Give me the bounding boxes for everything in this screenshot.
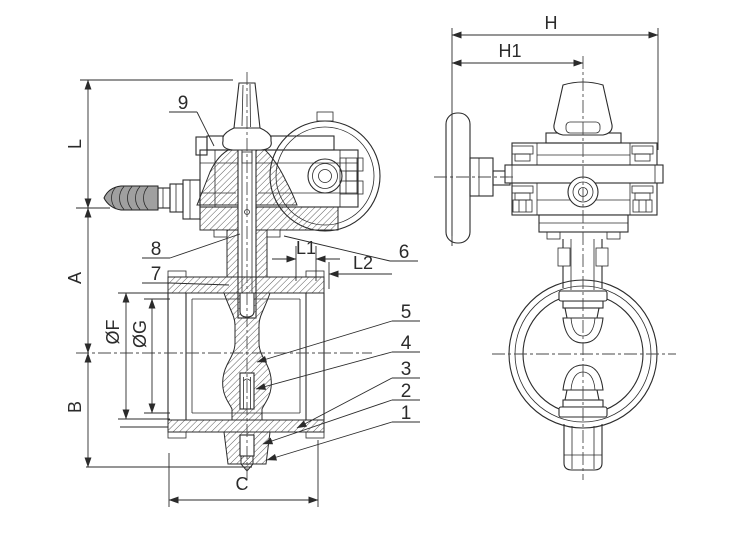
- dim-L1: L1: [272, 238, 340, 281]
- callout-label-9: 9: [178, 93, 189, 114]
- callout-2: 2: [262, 381, 420, 445]
- front-neck-wall-left: [226, 229, 240, 278]
- dim-label-A: A: [65, 272, 85, 284]
- dim-label-C: C: [236, 474, 249, 494]
- dim-phi-G: ØG: [130, 298, 170, 414]
- side-view: H H1: [434, 13, 676, 480]
- dim-label-phi-F: ØF: [103, 319, 123, 344]
- front-valve-disc: [222, 292, 272, 421]
- dim-label-L: L: [65, 139, 85, 149]
- callout-5: 5: [256, 302, 420, 363]
- callout-label-1: 1: [401, 403, 412, 424]
- dim-phi-F: ØF: [103, 292, 170, 428]
- side-handwheel: [445, 112, 511, 244]
- dim-H1: H1: [451, 41, 584, 67]
- callout-label-4: 4: [401, 333, 412, 354]
- callout-4: 4: [255, 333, 420, 390]
- callout-label-2: 2: [401, 381, 412, 402]
- callout-label-5: 5: [401, 302, 412, 323]
- front-mounting-plate: [199, 206, 339, 238]
- wheel-top-lug: [316, 111, 334, 122]
- callout-label-6: 6: [399, 242, 410, 263]
- dim-C: C: [168, 440, 319, 507]
- side-centerlines: [434, 56, 676, 480]
- callout-8: 8: [142, 233, 241, 260]
- side-mounting-plate: [538, 214, 629, 240]
- worm-twisted-end: [103, 185, 159, 211]
- dim-label-H1: H1: [498, 41, 521, 61]
- callout-9: 9: [169, 93, 215, 147]
- dim-label-phi-G: ØG: [130, 320, 150, 348]
- front-section-view: L A B ØF ØG C L1: [65, 72, 420, 507]
- part-callouts: 9 8 7 6 5: [142, 93, 420, 461]
- side-upper-neck: [557, 239, 609, 290]
- callout-7: 7: [142, 264, 230, 286]
- front-neck-wall-right: [254, 229, 268, 278]
- callout-label-3: 3: [401, 359, 412, 380]
- callout-label-7: 7: [151, 264, 162, 285]
- dim-L2: L2: [328, 253, 392, 289]
- top-flange: [167, 276, 325, 294]
- callout-label-8: 8: [151, 239, 162, 260]
- callout-3: 3: [296, 359, 420, 429]
- dim-label-L2: L2: [353, 253, 373, 273]
- side-gearbox: [504, 132, 664, 216]
- front-worm-shaft: [103, 179, 201, 220]
- callout-1: 1: [266, 403, 420, 461]
- dim-label-B: B: [65, 401, 85, 413]
- dim-label-L1: L1: [296, 238, 316, 258]
- callout-6: 6: [283, 235, 418, 263]
- dim-label-H: H: [545, 13, 558, 33]
